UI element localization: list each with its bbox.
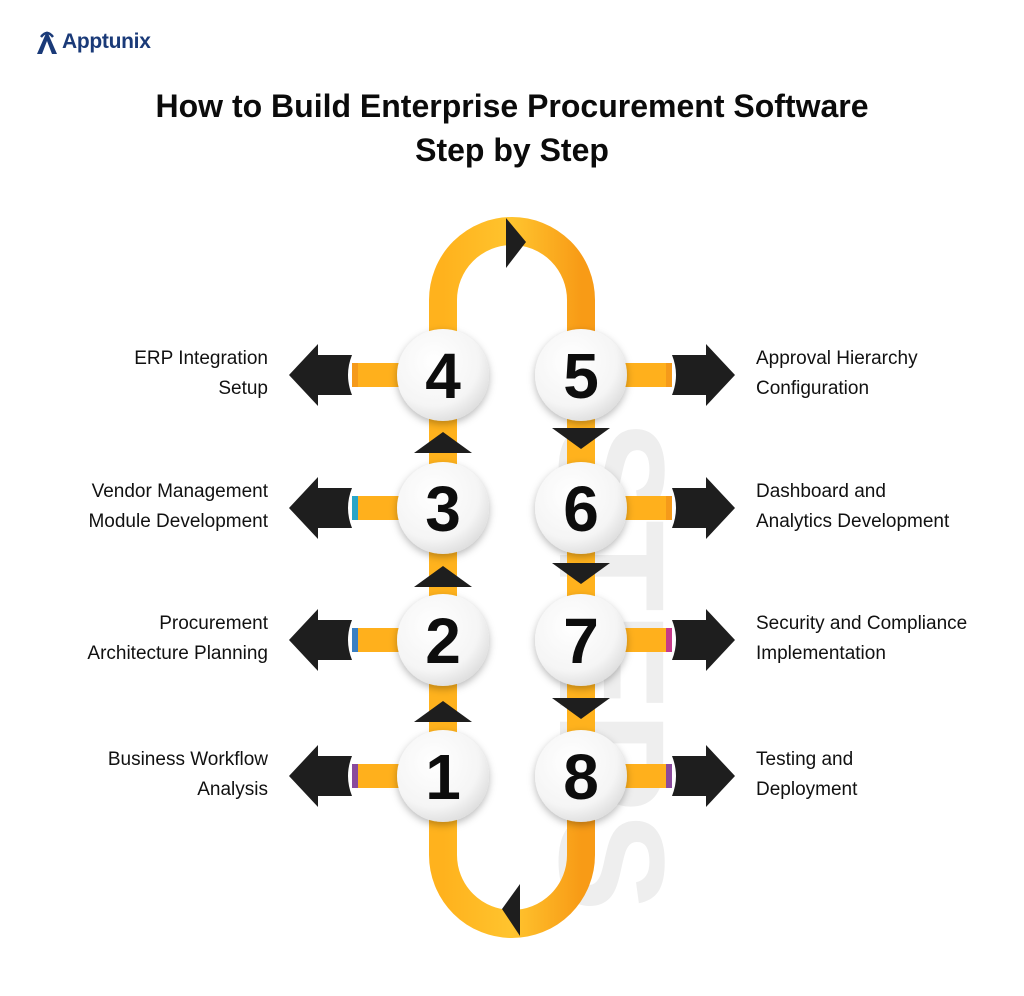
step-number: 6 bbox=[563, 473, 599, 545]
step-label-line1: Procurement bbox=[159, 613, 268, 634]
up-chevron-icon bbox=[414, 701, 472, 722]
step-label-line2: Analysis bbox=[197, 779, 268, 800]
flow-chevrons bbox=[414, 428, 610, 722]
step-label-line1: Business Workflow bbox=[107, 749, 268, 770]
left-arrow-icon bbox=[289, 344, 352, 406]
left-arrow-icon bbox=[289, 477, 352, 539]
step-label-line2: Deployment bbox=[756, 779, 858, 800]
step-arm-4 bbox=[289, 344, 422, 406]
up-chevron-icon bbox=[414, 432, 472, 453]
step-label-line1: Dashboard and bbox=[756, 481, 886, 502]
brand-mark-icon bbox=[37, 31, 57, 54]
step-circle-1: 1 bbox=[397, 730, 489, 822]
up-chevron-icon bbox=[414, 566, 472, 587]
step-circles: 1 2 3 4 5 6 7 8 bbox=[397, 329, 627, 822]
step-circle-2: 2 bbox=[397, 594, 489, 686]
step-circle-3: 3 bbox=[397, 462, 489, 554]
down-chevron-icon bbox=[552, 563, 610, 584]
step-label-line1: Approval Hierarchy bbox=[756, 348, 918, 369]
step-circle-7: 7 bbox=[535, 594, 627, 686]
step-label-line1: Vendor Management bbox=[91, 481, 268, 502]
step-label-line2: Implementation bbox=[756, 643, 886, 664]
right-arrow-icon bbox=[672, 745, 735, 807]
down-chevron-icon bbox=[552, 428, 610, 449]
step-number: 1 bbox=[425, 741, 461, 813]
step-circle-5: 5 bbox=[535, 329, 627, 421]
loop-arrow-bottom-icon bbox=[502, 884, 520, 936]
page-subtitle: Step by Step bbox=[415, 132, 609, 168]
step-arm-6 bbox=[602, 477, 735, 539]
step-label-line2: Setup bbox=[218, 378, 268, 399]
step-circle-6: 6 bbox=[535, 462, 627, 554]
down-chevron-icon bbox=[552, 698, 610, 719]
step-number: 5 bbox=[563, 340, 599, 412]
step-number: 4 bbox=[425, 340, 461, 412]
page-title: How to Build Enterprise Procurement Soft… bbox=[155, 88, 869, 124]
step-label-line1: Testing and bbox=[756, 749, 854, 770]
step-label-line1: ERP Integration bbox=[134, 348, 268, 369]
step-label-line2: Analytics Development bbox=[756, 511, 950, 532]
step-number: 7 bbox=[563, 605, 599, 677]
brand-logo: Apptunix bbox=[34, 28, 151, 56]
step-circle-4: 4 bbox=[397, 329, 489, 421]
right-arrow-icon bbox=[672, 609, 735, 671]
step-number: 2 bbox=[425, 605, 461, 677]
right-arrow-icon bbox=[672, 477, 735, 539]
left-arrow-icon bbox=[289, 609, 352, 671]
step-label-line2: Module Development bbox=[88, 511, 268, 532]
brand-name: Apptunix bbox=[62, 30, 151, 53]
step-label-line2: Configuration bbox=[756, 378, 870, 399]
step-number: 3 bbox=[425, 473, 461, 545]
step-label-line2: Architecture Planning bbox=[87, 643, 268, 664]
step-circle-8: 8 bbox=[535, 730, 627, 822]
step-label-line1: Security and Compliance bbox=[756, 613, 968, 634]
right-arrow-icon bbox=[672, 344, 735, 406]
loop-arrow-top-icon bbox=[506, 218, 526, 268]
left-arrow-icon bbox=[289, 745, 352, 807]
step-number: 8 bbox=[563, 741, 599, 813]
